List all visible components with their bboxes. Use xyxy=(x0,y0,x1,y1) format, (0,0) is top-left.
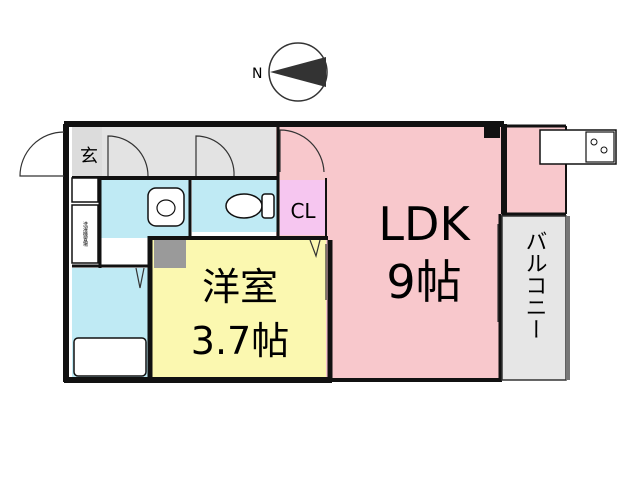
toilet-bowl-icon xyxy=(225,193,263,219)
western-room-name: 洋室 xyxy=(202,265,278,309)
balcony-label: バルコニー xyxy=(522,230,547,340)
washer-space: 洗濯機置場 xyxy=(71,204,99,264)
bathtub-icon xyxy=(73,337,147,377)
toilet xyxy=(225,193,275,219)
kitchen-counter xyxy=(539,129,617,165)
closet-label: CL xyxy=(290,199,316,223)
corridor xyxy=(72,126,276,178)
ldk-room-name: LDK xyxy=(378,197,471,251)
entrance-label: 玄 xyxy=(80,146,98,167)
balcony xyxy=(502,216,566,380)
washroom-door-icon xyxy=(107,135,149,177)
shoe-box xyxy=(71,177,99,203)
entrance-floor xyxy=(72,126,102,178)
toilet-door-icon xyxy=(195,135,235,177)
burner-icon xyxy=(590,138,598,146)
doors xyxy=(19,129,499,322)
walls xyxy=(63,121,567,383)
sink xyxy=(147,187,185,227)
entrance-door-icon xyxy=(19,131,65,177)
compass-arrow-icon xyxy=(270,57,326,87)
closet-room xyxy=(280,180,326,235)
western-room-size: 3.7帖 xyxy=(191,319,289,363)
compass-north-label: N xyxy=(252,66,262,82)
sink-bowl xyxy=(156,199,176,217)
compass: N xyxy=(252,42,328,102)
bath-door-mark xyxy=(135,267,145,289)
balcony-rail xyxy=(566,216,570,380)
pipe-space xyxy=(154,240,186,268)
washer-label: 洗濯機置場 xyxy=(82,221,88,248)
ldk-door-icon xyxy=(279,129,325,173)
stove-icon xyxy=(585,131,615,163)
toilet-tank xyxy=(261,193,275,219)
closet-door-mark xyxy=(309,239,321,259)
ldk-room-size: 9帖 xyxy=(386,255,461,309)
burner-icon xyxy=(600,146,608,154)
washer-pan xyxy=(71,204,99,264)
column xyxy=(484,124,500,138)
